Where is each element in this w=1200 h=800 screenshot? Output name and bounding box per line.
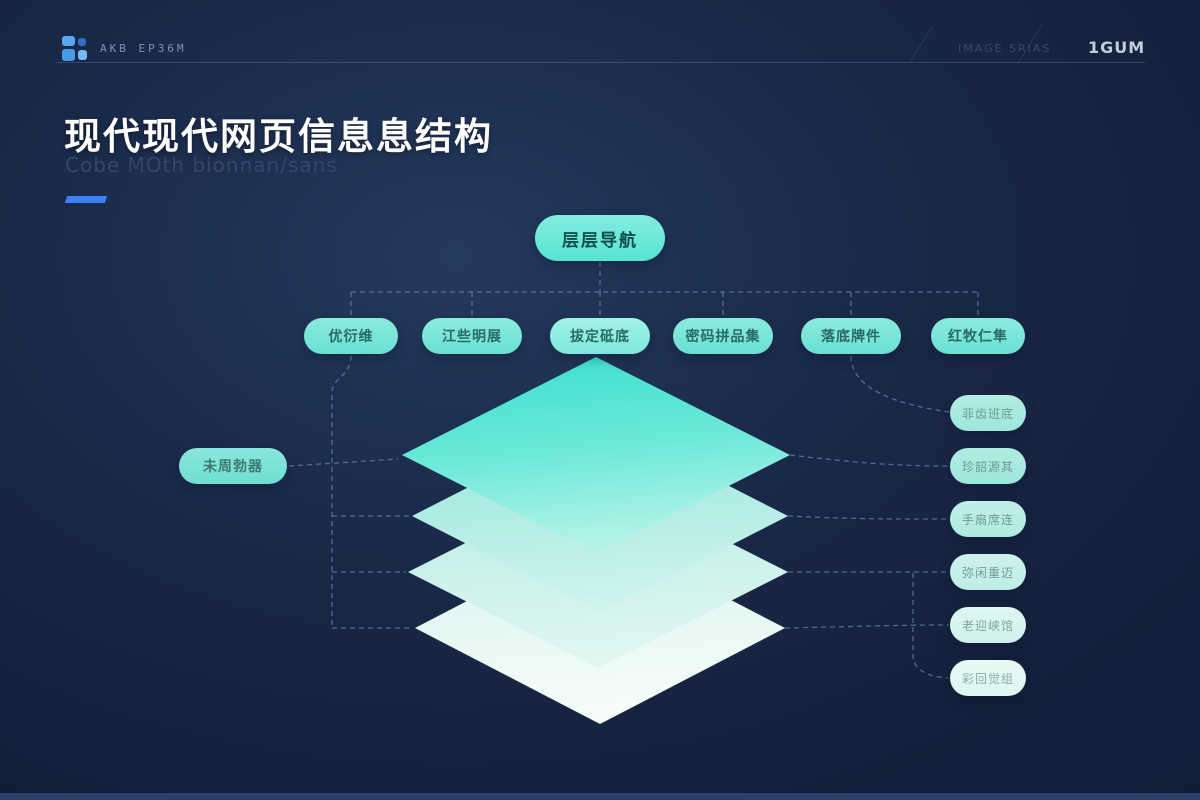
connector-leaf-2 <box>789 454 950 467</box>
branch-node-6: 红牧仁隼 <box>931 318 1025 354</box>
accent-dash <box>64 196 108 203</box>
connector-left-rail <box>331 355 352 628</box>
layer-diamond-1 <box>402 357 790 553</box>
leaf-node-5: 老迎峡馆 <box>950 607 1026 643</box>
header-meta-value: 1GUM <box>1088 38 1146 57</box>
header: AKB EP36M IMAGE SRIAS 1GUM <box>0 0 1200 66</box>
connector-leaf-5 <box>784 624 950 629</box>
branch-node-2: 江些明展 <box>422 318 522 354</box>
connector-leaf-3 <box>787 515 950 520</box>
connector-leaf-1 <box>850 355 950 413</box>
branch-node-5: 落底牌件 <box>801 318 901 354</box>
connector-leaf-6 <box>912 573 949 679</box>
branch-node-1: 优衍维 <box>304 318 398 354</box>
leaf-node-4: 弥闲重迈 <box>950 554 1026 590</box>
leaf-node-6: 彩回觉组 <box>950 660 1026 696</box>
logo-text: AKB EP36M <box>100 42 187 55</box>
decor-line-2 <box>909 26 933 63</box>
leaf-node-2: 珍韶源其 <box>950 448 1026 484</box>
header-meta-label: IMAGE SRIAS <box>958 42 1052 55</box>
connector-group-right <box>784 355 950 679</box>
header-divider <box>55 62 1145 63</box>
page-title: 现代现代网页信息息结构 <box>64 115 493 158</box>
branch-node-4: 密码拼品集 <box>673 318 773 354</box>
connector-left-node <box>288 458 399 467</box>
leaf-node-1: 菲齿班底 <box>950 395 1026 431</box>
root-node: 层层导航 <box>535 215 665 261</box>
footer-bar <box>0 793 1200 800</box>
left-node: 未周勃器 <box>179 448 287 484</box>
leaf-node-3: 手扇席连 <box>950 501 1026 537</box>
branch-node-3: 拔定砥底 <box>550 318 650 354</box>
logo-icon <box>62 36 88 62</box>
connector-group <box>288 262 979 629</box>
page-subtitle: Cobe MOth bionnan/sans <box>65 153 338 177</box>
